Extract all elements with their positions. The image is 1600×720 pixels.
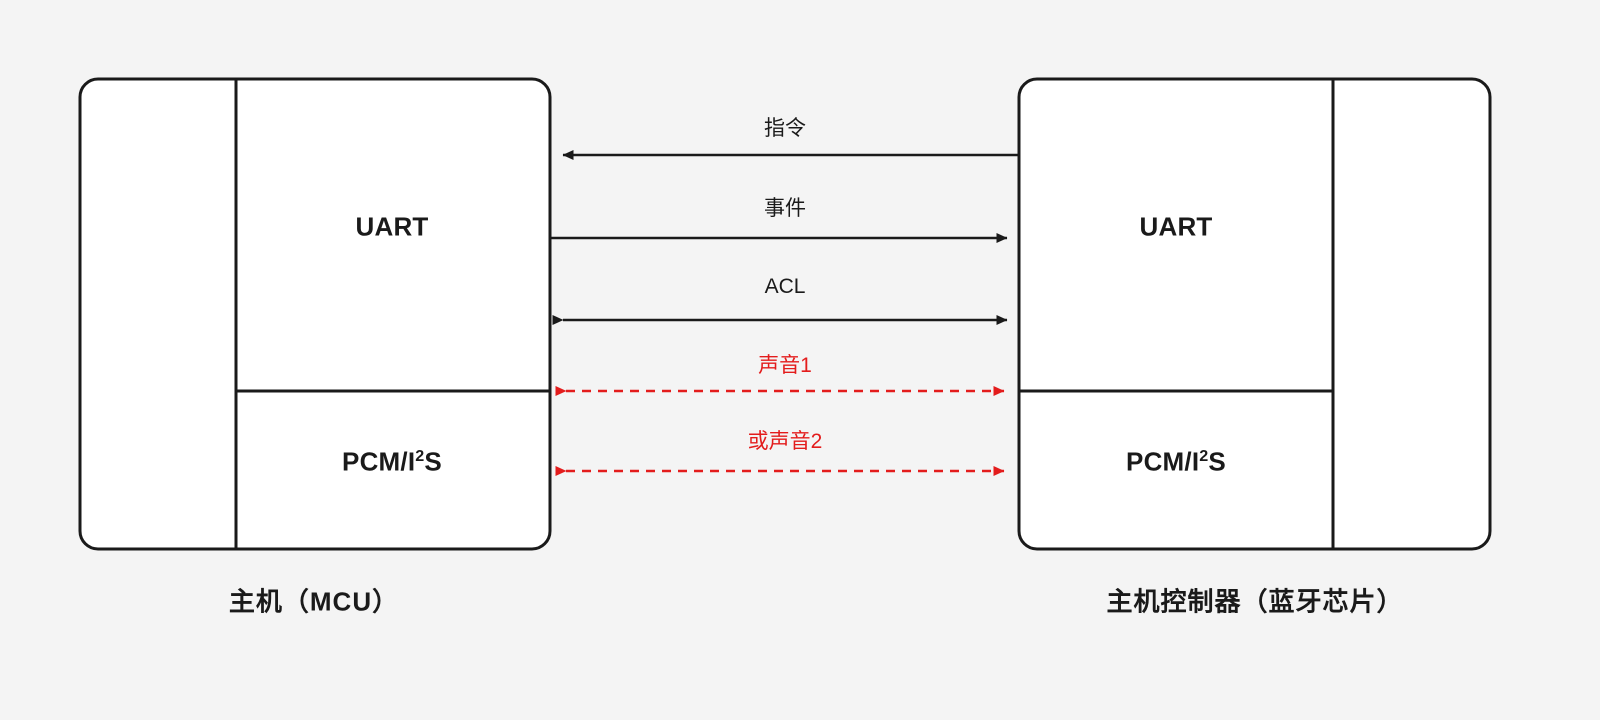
right-block-pcm-i2s-label: PCM/I2S	[1126, 447, 1226, 478]
right-block-uart-label: UART	[1139, 211, 1213, 242]
left-pcm-prefix: PCM/I	[342, 446, 416, 477]
right-block-caption: 主机控制器（蓝牙芯片）	[1106, 586, 1404, 617]
left-pcm-superscript: 2	[415, 446, 425, 465]
connector-label-event: 事件	[764, 197, 806, 220]
left-block-shape[interactable]	[78, 77, 552, 551]
left-block-caption: 主机（MCU）	[228, 586, 400, 617]
left-pcm-suffix: S	[424, 446, 442, 477]
left-block-uart-label: UART	[355, 211, 429, 242]
right-pcm-superscript: 2	[1199, 446, 1209, 465]
connector-label-audio-2: 或声音2	[747, 430, 823, 453]
connector-label-command: 指令	[764, 117, 806, 140]
right-block-shape[interactable]	[1017, 77, 1492, 551]
connector-label-acl: ACL	[764, 275, 806, 298]
connector-label-audio-1: 声音1	[758, 354, 812, 377]
right-pcm-suffix: S	[1208, 446, 1226, 477]
right-pcm-prefix: PCM/I	[1126, 446, 1200, 477]
left-block-pcm-i2s-label: PCM/I2S	[342, 447, 442, 478]
